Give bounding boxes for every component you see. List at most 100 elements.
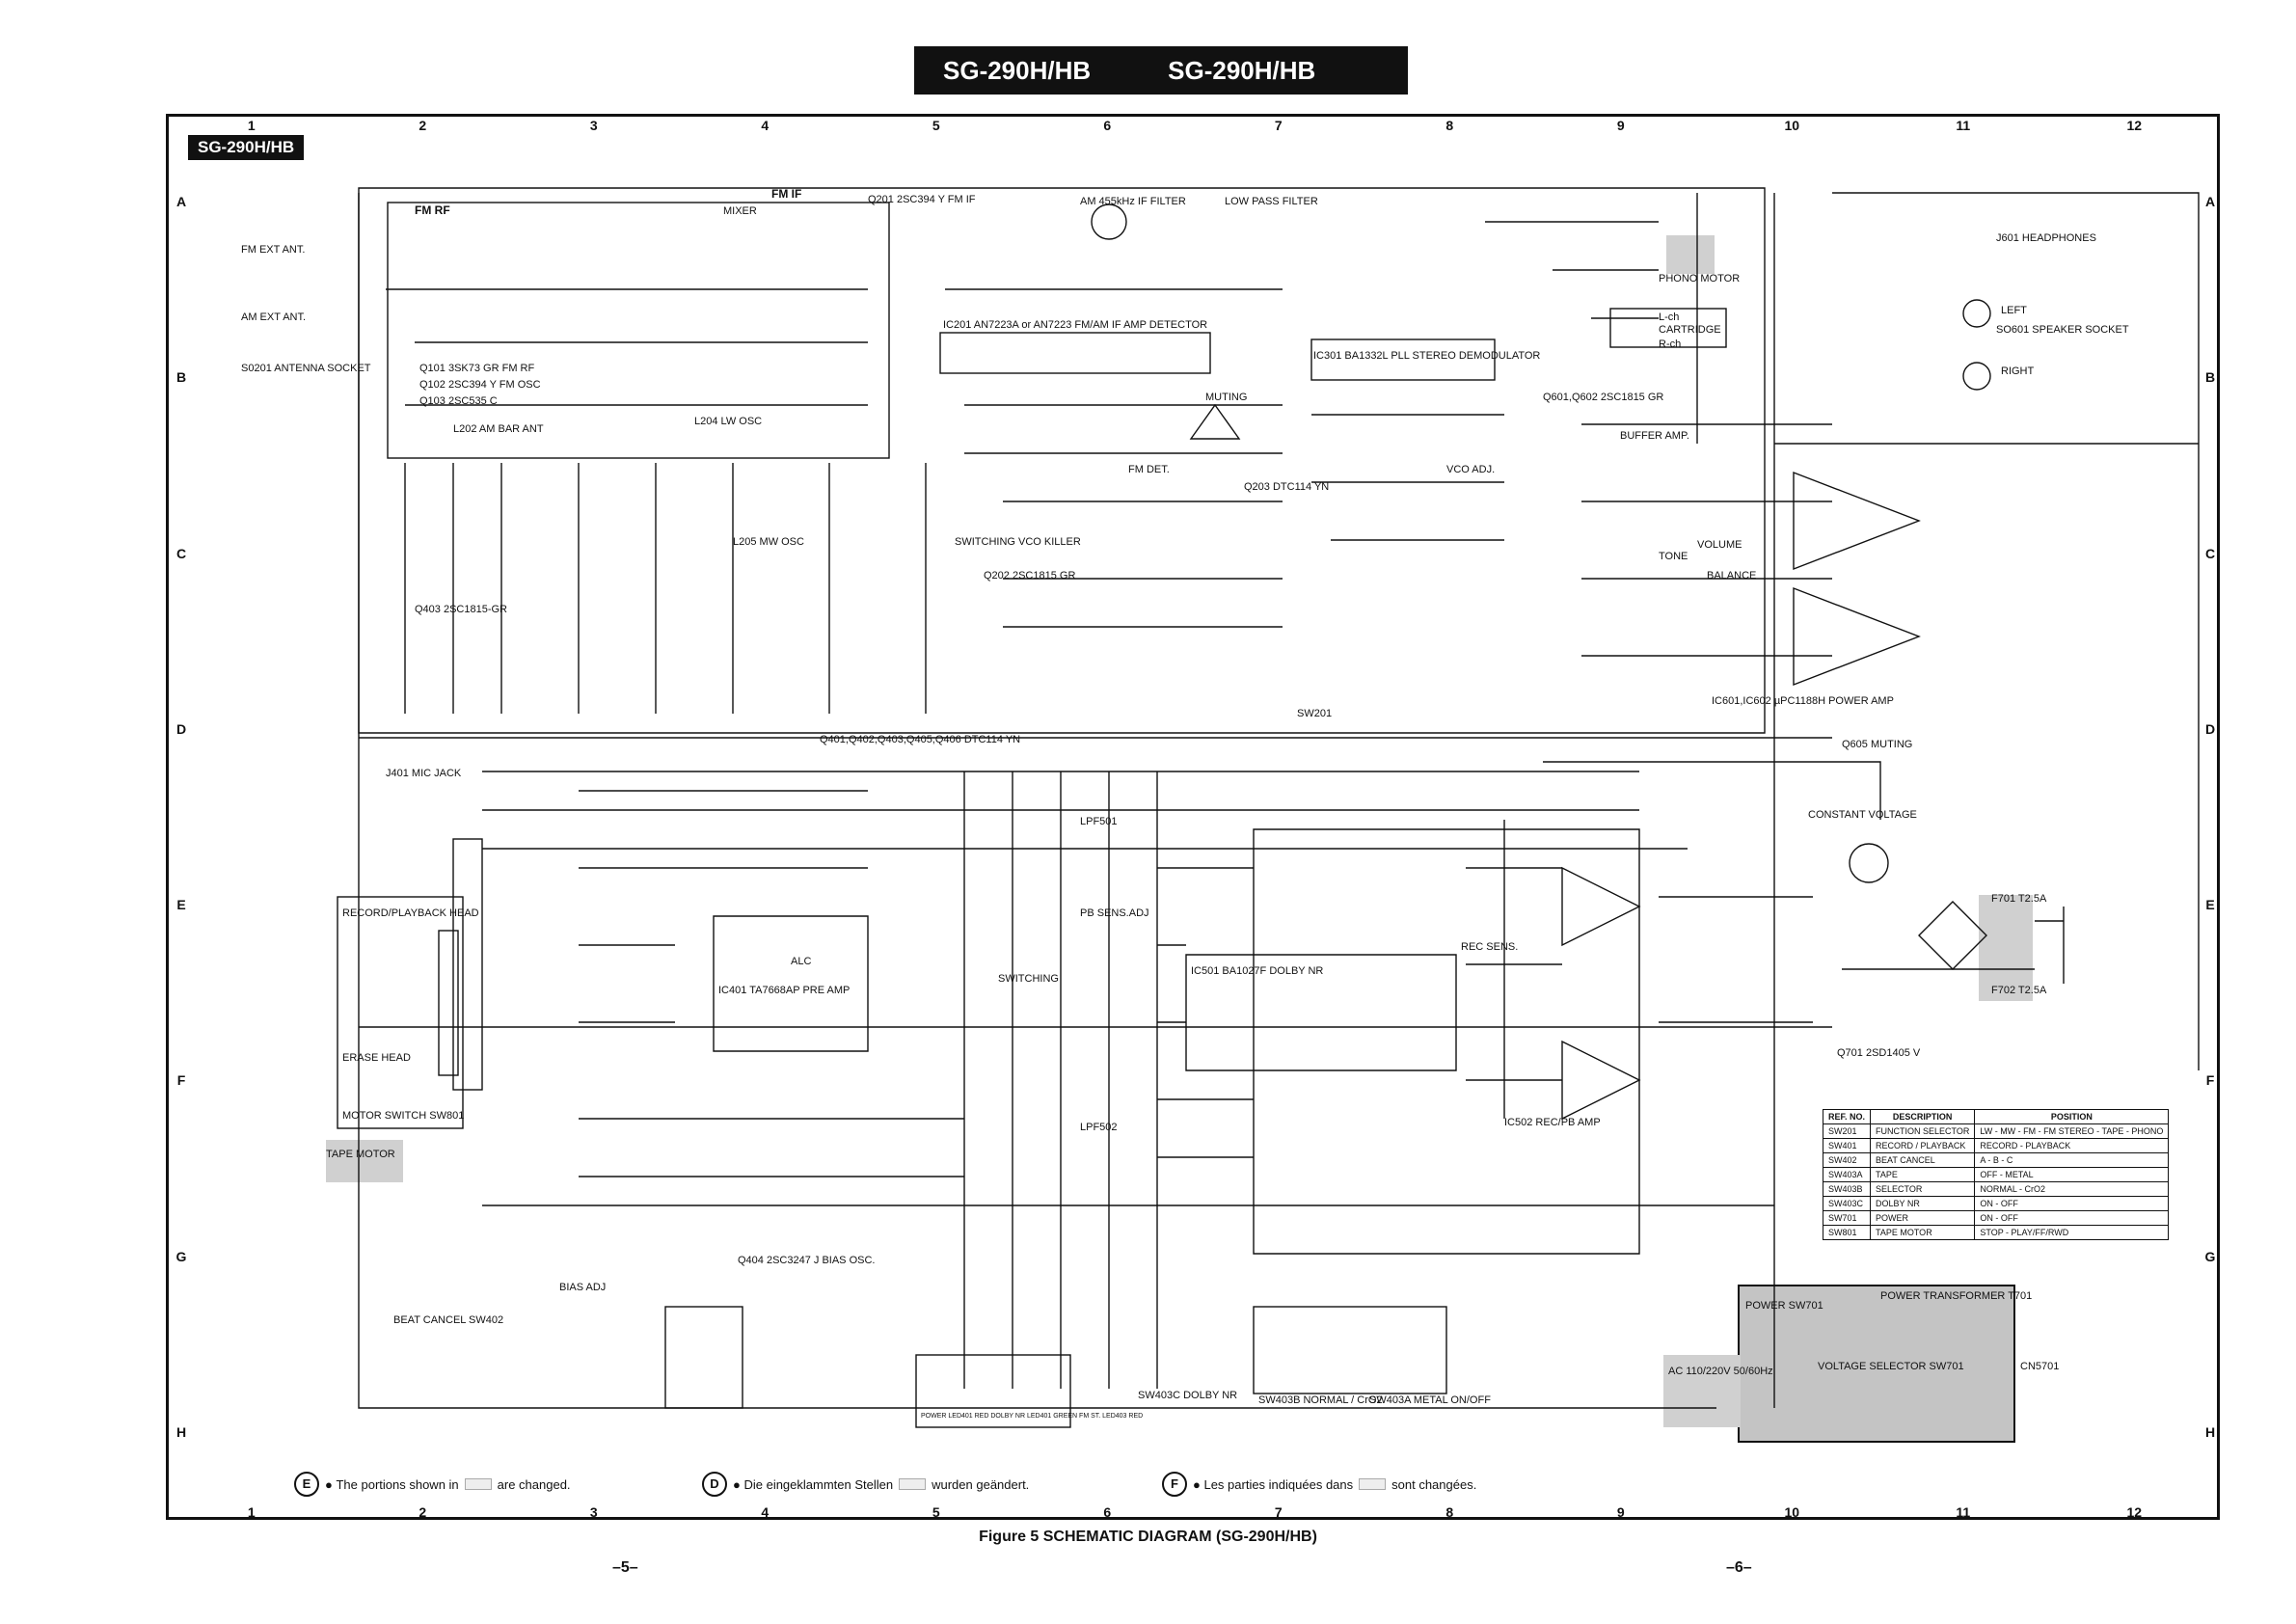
table-cell: SW701: [1822, 1210, 1872, 1226]
power-transformer-label: POWER TRANSFORMER T701: [1880, 1290, 2032, 1302]
table-cell: ON - OFF: [1974, 1196, 2170, 1211]
grid-column-12: 12: [2126, 118, 2143, 133]
am-ext-ant-label: AM EXT ANT.: [241, 311, 306, 323]
switch-table-header: REF. NO.: [1822, 1109, 1872, 1124]
note-d-marker: D: [702, 1472, 727, 1497]
lpf-label: LOW PASS FILTER: [1225, 196, 1318, 207]
f702-label: F702 T2.5A: [1991, 985, 2047, 996]
q601-label: Q601,Q602 2SC1815 GR: [1543, 392, 1663, 403]
header-title-left: SG-290H/HB: [943, 55, 1092, 85]
table-cell: SW403C: [1822, 1196, 1872, 1211]
table-cell: NORMAL - CrO2: [1974, 1181, 2170, 1197]
balance-label: BALANCE: [1707, 570, 1756, 582]
sw403b-label: SW403B NORMAL / CrO2: [1258, 1394, 1383, 1406]
mixer-label: MIXER: [723, 205, 757, 217]
ac-input-shade: [1663, 1355, 1741, 1427]
table-cell: A - B - C: [1974, 1152, 2170, 1168]
grid-row-E: E: [176, 897, 186, 913]
constant-voltage-label: CONSTANT VOLTAGE: [1808, 809, 1917, 821]
fm-det-label: FM DET.: [1128, 464, 1170, 475]
grid-row-G: G: [176, 1248, 187, 1264]
grid-row-B: B: [2204, 369, 2216, 386]
grid-column-2: 2: [419, 118, 427, 133]
grid-column-5: 5: [932, 1504, 940, 1520]
page-number-left: –5–: [612, 1559, 638, 1576]
sw403a-label: SW403A METAL ON/OFF: [1369, 1394, 1491, 1406]
right-label: RIGHT: [2001, 365, 2035, 377]
table-cell: FUNCTION SELECTOR: [1870, 1123, 1976, 1139]
antenna-socket-label: S0201 ANTENNA SOCKET: [241, 363, 371, 374]
q404-label: Q404 2SC3247 J BIAS OSC.: [738, 1255, 875, 1266]
grid-column-7: 7: [1274, 1504, 1283, 1520]
figure-caption: Figure 5 SCHEMATIC DIAGRAM (SG-290H/HB): [979, 1529, 1317, 1545]
table-cell: OFF - METAL: [1974, 1167, 2170, 1182]
ac-input-label: AC 110/220V 50/60Hz: [1668, 1366, 1773, 1377]
fm-if-label: FM IF: [771, 187, 801, 201]
grid-column-6: 6: [1103, 1504, 1112, 1520]
muting-label: MUTING: [1205, 392, 1247, 403]
grid-row-E: E: [2205, 897, 2215, 913]
led-block: [915, 1354, 1071, 1428]
q403-label: Q403 2SC1815-GR: [415, 604, 507, 615]
grid-column-12: 12: [2126, 1504, 2143, 1520]
bullet-icon: ●: [733, 1476, 744, 1492]
note-german: D ● Die eingeklammten Stellen wurden geä…: [702, 1472, 1029, 1497]
q101-label: Q101 3SK73 GR FM RF: [419, 363, 534, 374]
grid-column-2: 2: [419, 1504, 427, 1520]
table-cell: SW401: [1822, 1138, 1872, 1153]
grid-column-4: 4: [761, 1504, 770, 1520]
bullet-icon: ●: [1193, 1476, 1204, 1492]
am-bar-ant-label: L202 AM BAR ANT: [453, 423, 544, 435]
q203-label: Q203 DTC114 YN: [1244, 481, 1329, 493]
grid-column-10: 10: [1784, 1504, 1800, 1520]
grid-row-A: A: [2204, 194, 2216, 210]
alc-label: ALC: [791, 956, 811, 967]
power-transformer-block: [1738, 1285, 2015, 1443]
table-cell: BEAT CANCEL: [1870, 1152, 1976, 1168]
grid-column-10: 10: [1784, 118, 1800, 133]
table-cell: SW403A: [1822, 1167, 1872, 1182]
rec-sens-label: REC SENS.: [1461, 941, 1518, 953]
grid-row-F: F: [176, 1072, 186, 1089]
bias-adj-label: BIAS ADJ: [559, 1282, 606, 1293]
changed-swatch: [1359, 1478, 1387, 1490]
voltage-selector-label: VOLTAGE SELECTOR SW701: [1818, 1361, 1964, 1372]
cartridge-label: CARTRIDGE: [1659, 324, 1721, 336]
buffer-amp-label: BUFFER AMP.: [1620, 430, 1689, 442]
page-number-right: –6–: [1726, 1559, 1752, 1576]
grid-row-D: D: [2204, 720, 2216, 737]
note-french: F ● Les parties indiquées dans sont chan…: [1162, 1472, 1476, 1497]
switch-table-header: POSITION: [1974, 1109, 2170, 1124]
grid-row-F: F: [2205, 1072, 2215, 1089]
q605-label: Q605 MUTING: [1842, 739, 1912, 750]
left-label: LEFT: [2001, 305, 2027, 316]
table-cell: ON - OFF: [1974, 1210, 2170, 1226]
switch-table-header: DESCRIPTION: [1870, 1109, 1976, 1124]
grid-column-8: 8: [1445, 118, 1454, 133]
ic601-label: IC601,IC602 µPC1188H POWER AMP: [1712, 695, 1894, 707]
l403-coil: [664, 1306, 743, 1409]
tape-motor-label: TAPE MOTOR: [326, 1149, 395, 1160]
grid-column-3: 3: [589, 1504, 598, 1520]
volume-label: VOLUME: [1697, 539, 1742, 551]
sw403-block: [1253, 1306, 1447, 1394]
grid-column-9: 9: [1616, 1504, 1625, 1520]
grid-row-H: H: [176, 1423, 187, 1440]
table-cell: SW201: [1822, 1123, 1872, 1139]
grid-row-C: C: [176, 545, 187, 561]
changed-swatch: [899, 1478, 927, 1490]
q202-label: Q202 2SC1815 GR: [984, 570, 1075, 582]
note-f-marker: F: [1162, 1472, 1187, 1497]
mic-jack-label: J401 MIC JACK: [386, 768, 462, 779]
grid-column-5: 5: [932, 118, 940, 133]
grid-column-8: 8: [1445, 1504, 1454, 1520]
table-cell: POWER: [1870, 1210, 1976, 1226]
grid-column-7: 7: [1274, 118, 1283, 133]
grid-column-1: 1: [247, 1504, 256, 1520]
bullet-icon: ●: [325, 1476, 337, 1492]
